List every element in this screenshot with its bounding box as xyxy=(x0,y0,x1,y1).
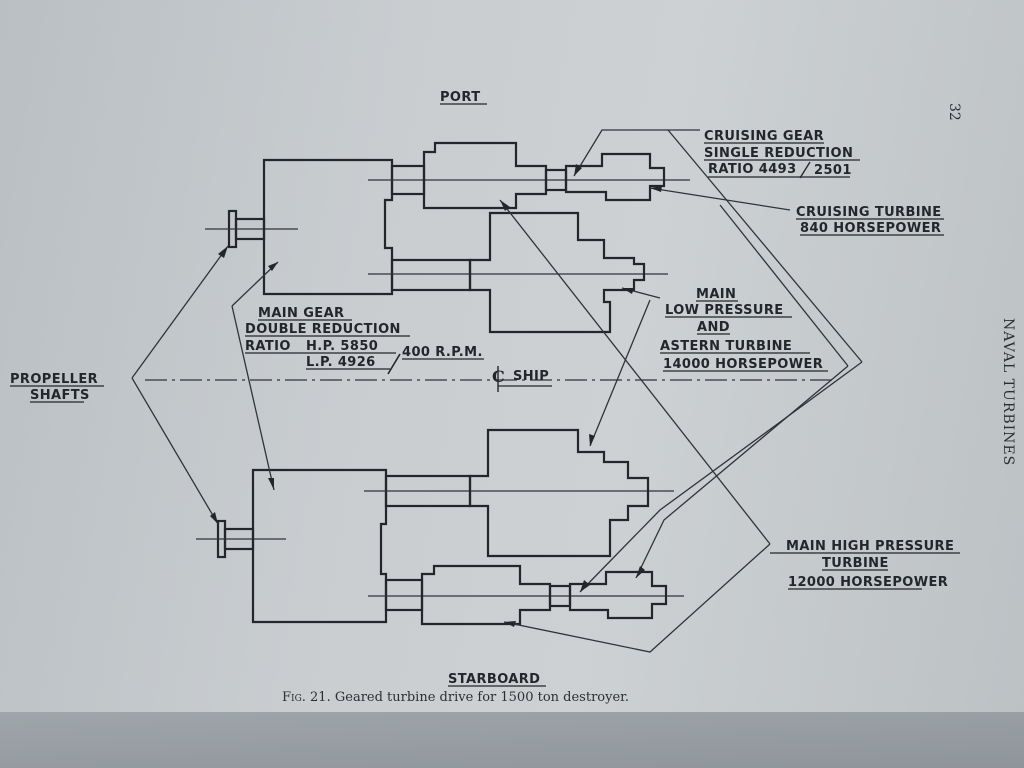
propeller-shafts-label-1: PROPELLER xyxy=(10,372,98,387)
main-lp-label-1: MAIN xyxy=(696,287,736,302)
page-number: 32 xyxy=(946,103,962,121)
arrowhead-cruising-gear xyxy=(574,164,582,176)
cruising-gear-ratio-denominator: 2501 xyxy=(814,163,852,178)
page-edge-shadow xyxy=(0,712,1024,768)
cruising-gear-label-2: SINGLE REDUCTION xyxy=(704,146,853,161)
main-gear-ratio-word: RATIO xyxy=(245,339,291,354)
leader-cruising-turbine xyxy=(649,187,791,211)
main-gear-ratio-lp: L.P. 4926 xyxy=(306,355,376,370)
leader-cruising-gear-stbd xyxy=(667,129,863,363)
leader-hp-port xyxy=(499,199,771,545)
stbd-hp-turbine xyxy=(420,564,552,626)
leader-main-gear-stbd xyxy=(231,305,275,491)
figure-number: Fig. 21. xyxy=(282,690,331,705)
arrowhead-propeller-stbd xyxy=(210,512,218,524)
main-lp-label-2: LOW PRESSURE xyxy=(665,303,784,318)
port-lp-turbine xyxy=(468,211,646,334)
arrowhead-lp-port xyxy=(622,288,634,294)
port-lp-coupling xyxy=(390,258,472,292)
leader-main-gear-port xyxy=(231,261,279,307)
arrowhead-main-gear-stbd xyxy=(268,478,274,490)
leader-lp-stbd xyxy=(589,299,651,447)
main-hp-label-2: TURBINE xyxy=(822,556,889,571)
stbd-lp-turbine xyxy=(468,428,650,558)
stbd-hp-coupling xyxy=(384,578,424,612)
stbd-cruising-turbine xyxy=(568,570,668,620)
ship-centerline-label: SHIP xyxy=(513,369,549,384)
cruising-gear-ratio: RATIO 4493 xyxy=(708,162,797,177)
cruising-turbine-label-2: 840 HORSEPOWER xyxy=(800,221,941,236)
leader-cruising-gear-stbd-2 xyxy=(579,361,863,593)
arrowhead-propeller-port xyxy=(218,246,228,258)
figure-caption-text: Geared turbine drive for 1500 ton destro… xyxy=(334,690,630,705)
starboard-label: STARBOARD xyxy=(448,672,540,687)
main-hp-label-1: MAIN HIGH PRESSURE xyxy=(786,539,954,554)
arrowhead-cruising-gear-stbd xyxy=(580,580,590,592)
main-gear-ratio-hp: H.P. 5850 xyxy=(306,339,378,354)
port-label: PORT xyxy=(440,90,480,105)
leader-cruising-gear xyxy=(573,129,700,177)
arrowhead-cruising-turbine-stbd xyxy=(636,566,645,578)
leader-propeller-stbd xyxy=(131,377,219,525)
cruising-gear-label-1: CRUISING GEAR xyxy=(704,129,824,144)
main-lp-label-5: 14000 HORSEPOWER xyxy=(663,357,823,372)
leader-cruising-turbine-stbd-2 xyxy=(635,365,849,579)
figure-caption: Fig. 21. Geared turbine drive for 1500 t… xyxy=(282,690,629,705)
port-hp-turbine xyxy=(422,141,548,210)
arrowhead-hp-port xyxy=(500,200,510,211)
main-gear-label-2: DOUBLE REDUCTION xyxy=(245,322,401,337)
main-gear-ratio-rpm: 400 R.P.M. xyxy=(402,345,483,360)
main-lp-label-4: ASTERN TURBINE xyxy=(660,339,792,354)
stbd-main-gear-case xyxy=(251,468,388,624)
arrowhead-main-gear-port xyxy=(268,262,278,271)
leader-cruising-turbine-stbd xyxy=(719,204,849,367)
arrowhead-cruising-turbine xyxy=(650,186,662,192)
leader-hp-stbd xyxy=(503,543,771,653)
running-head: NAVAL TURBINES xyxy=(1000,318,1016,467)
main-gear-label-1: MAIN GEAR xyxy=(258,306,344,321)
centerline-symbol: C xyxy=(492,366,505,392)
main-lp-label-3: AND xyxy=(697,320,730,335)
cruising-turbine-label-1: CRUISING TURBINE xyxy=(796,205,942,220)
main-hp-label-3: 12000 HORSEPOWER xyxy=(788,575,948,590)
port-cruising-turbine xyxy=(564,152,666,202)
propeller-shafts-label-2: SHAFTS xyxy=(30,388,90,403)
arrowhead-lp-stbd xyxy=(589,434,595,446)
arrowhead-hp-stbd xyxy=(504,621,516,627)
leader-propeller-port xyxy=(131,245,229,379)
